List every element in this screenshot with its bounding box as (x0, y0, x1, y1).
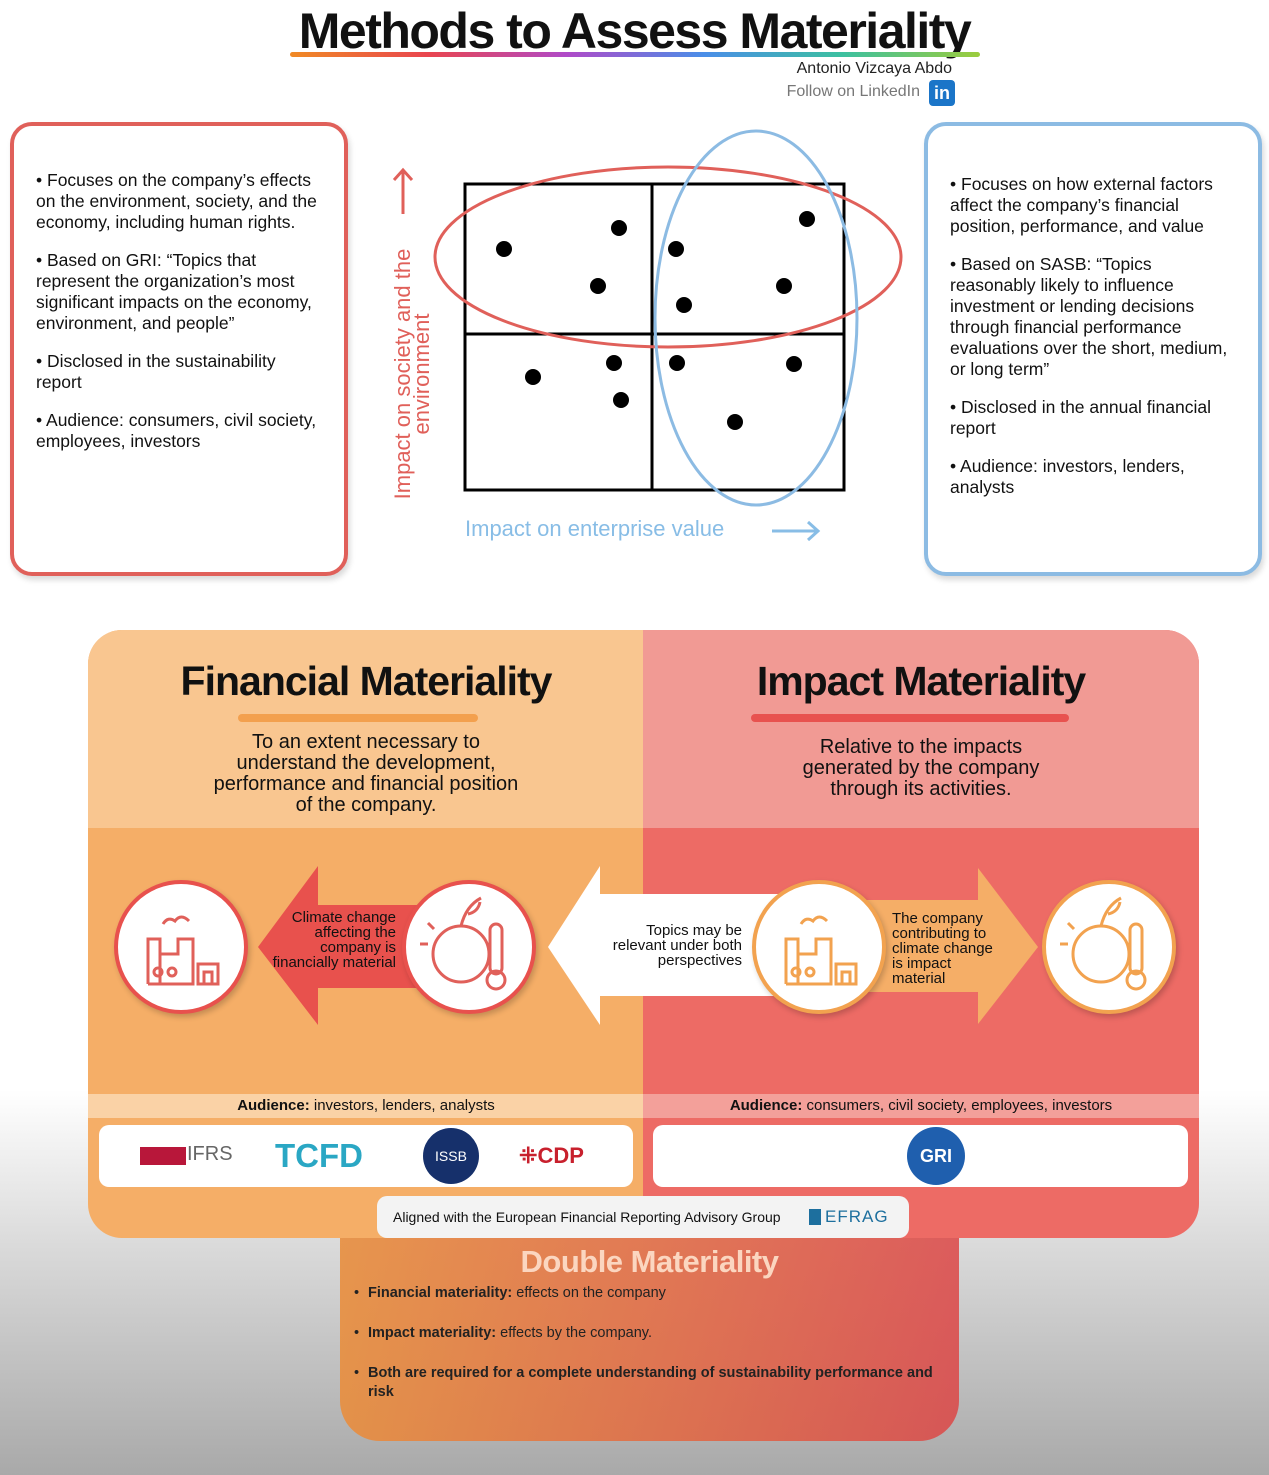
linkedin-icon[interactable]: in (929, 80, 955, 106)
bullet: • Based on SASB: “Topics reasonably like… (950, 254, 1228, 379)
ifrs-logo-mark (140, 1147, 186, 1165)
audience: Audience: investors, lenders, analysts (88, 1094, 644, 1118)
bullet: • Focuses on the company’s effects on th… (36, 170, 317, 232)
matrix-frame (463, 182, 846, 492)
efrag-text: Aligned with the European Financial Repo… (393, 1209, 781, 1225)
arrows-layer (258, 866, 1038, 1025)
standards-logos: IFRS TCFD ISSB ⁜CDP (99, 1125, 633, 1187)
y-axis-label: Impact on society and the environment (390, 248, 434, 500)
topic-dot (799, 211, 815, 227)
financial-ellipse (653, 129, 859, 507)
topic-dot (669, 355, 685, 371)
x-axis-label: Impact on enterprise value (465, 516, 725, 541)
impact-materiality-box: • Focuses on the company’s effects on th… (10, 122, 348, 576)
factory-icon (752, 880, 886, 1014)
gri-logo[interactable]: GRI (907, 1127, 965, 1185)
globe-thermometer-icon (402, 880, 536, 1014)
title-bar (751, 714, 1069, 722)
bullet: Financial materiality: effects on the co… (354, 1284, 945, 1303)
topic-dot (776, 278, 792, 294)
panel-title: Financial Materiality (180, 658, 553, 704)
arrow-right-icon (772, 520, 821, 542)
both-perspectives-arrow (548, 866, 780, 1025)
title-underline (290, 52, 980, 57)
follow-link[interactable]: Follow on LinkedIn (786, 83, 920, 100)
bullet: • Audience: investors, lenders, analysts (950, 456, 1185, 497)
panel-description: To an extent necessary to understand the… (213, 731, 519, 816)
author: Antonio Vizcaya Abdo (796, 60, 952, 77)
ifrs-logo[interactable]: IFRS (187, 1143, 233, 1165)
bullet: • Focuses on how external factors affect… (950, 174, 1213, 236)
bullet: • Disclosed in the annual financial repo… (950, 397, 1212, 438)
audience: Audience: consumers, civil society, empl… (643, 1094, 1199, 1118)
double-materiality-title: Double Materiality (520, 1244, 780, 1279)
double-materiality-box: Double Materiality Financial materiality… (340, 1238, 959, 1441)
bullet: • Based on GRI: “Topics that represent t… (36, 250, 312, 333)
financial-arrow-text: Climate change affecting the company is … (272, 909, 396, 971)
financial-materiality-box: • Focuses on how external factors affect… (924, 122, 1262, 576)
standards-logos: GRI (653, 1125, 1188, 1187)
bullet: • Disclosed in the sustainability report (36, 351, 276, 392)
topic-dot (590, 278, 606, 294)
topic-dot (611, 220, 627, 236)
cdp-mark-icon: ⁜ (519, 1143, 538, 1168)
materiality-matrix (392, 129, 903, 542)
middle-arrow-text: Topics may be relevant under both perspe… (612, 922, 742, 969)
cdp-logo[interactable]: ⁜CDP (519, 1143, 584, 1168)
impact-arrow (840, 868, 1038, 1024)
panel-description: Relative to the impacts generated by the… (802, 736, 1040, 800)
topic-dot (606, 355, 622, 371)
tcfd-logo[interactable]: TCFD (275, 1137, 363, 1174)
impact-ellipse (433, 165, 903, 349)
topic-dot (496, 241, 512, 257)
efrag-logo[interactable]: EFRAG (825, 1207, 889, 1226)
bullet: • Audience: consumers, civil society, em… (36, 410, 317, 451)
topic-dot (613, 392, 629, 408)
page-title: Methods to Assess Materiality (298, 3, 972, 59)
financial-arrow (258, 866, 440, 1025)
topic-dot (668, 241, 684, 257)
issb-logo[interactable]: ISSB (423, 1128, 479, 1184)
topic-dot (727, 414, 743, 430)
efrag-banner: Aligned with the European Financial Repo… (377, 1196, 909, 1238)
efrag-logo-mark (809, 1209, 821, 1225)
topic-dot (786, 356, 802, 372)
bullet: Impact materiality: effects by the compa… (354, 1324, 945, 1343)
bullet: Both are required for a complete underst… (354, 1364, 945, 1402)
globe-thermometer-icon (1042, 880, 1176, 1014)
factory-icon (114, 880, 248, 1014)
arrow-up-icon (392, 167, 414, 214)
topic-dot (676, 297, 692, 313)
title-bar (238, 714, 478, 722)
matrix-dots (496, 211, 815, 430)
impact-arrow-text: The company contributing to climate chan… (892, 910, 993, 987)
topic-dot (525, 369, 541, 385)
panel-title: Impact Materiality (756, 658, 1086, 704)
